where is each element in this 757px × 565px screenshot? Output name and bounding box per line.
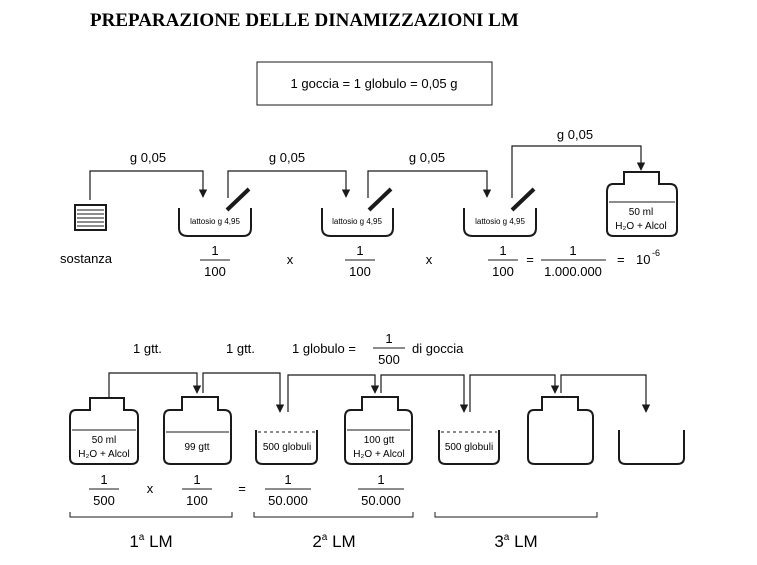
bowl-2-line1: 500 globuli (445, 442, 493, 453)
bottle-1-line2: H₂O + Alcol (78, 449, 129, 460)
power-base: 10 (636, 252, 650, 267)
page-title: PREPARAZIONE DELLE DINAMIZZAZIONI LM (90, 10, 519, 31)
globule-suffix: di goccia (412, 341, 464, 356)
bottle-3-line2: H₂O + Alcol (353, 449, 404, 460)
transfer-arrow-4 (511, 145, 646, 198)
transfer-arrow-1 (89, 170, 208, 200)
top-result-num: 1 (569, 243, 576, 258)
top-equals-2: = (617, 252, 625, 267)
transfer-label-1: g 0,05 (130, 150, 166, 165)
bottom-frac2-den: 100 (186, 493, 208, 508)
bowl-2 (438, 430, 500, 465)
stage-bracket-1 (69, 512, 233, 518)
bottom-arrow-1 (108, 372, 202, 398)
top-frac3-num: 1 (499, 243, 506, 258)
bottom-frac1-den: 500 (93, 493, 115, 508)
top-frac2-den: 100 (349, 264, 371, 279)
top-times-1: x (287, 252, 294, 267)
top-times-2: x (426, 252, 433, 267)
globule-num: 1 (385, 331, 392, 346)
substance-vial (74, 204, 107, 231)
bottle-1-line1: 50 ml (92, 435, 116, 446)
bottle-2 (163, 396, 232, 465)
bottom-arrow-3 (287, 374, 380, 412)
bottom-frac2-num: 1 (193, 472, 200, 487)
top-frac3-den: 100 (492, 264, 514, 279)
stage-bracket-3 (434, 512, 598, 518)
bottom-frac3-num: 1 (284, 472, 291, 487)
bottle-3-line1: 100 gtt (364, 435, 395, 446)
stage-label-1: 1a LM (129, 532, 172, 551)
globule-den: 500 (378, 352, 400, 367)
transfer-arrow-3 (367, 170, 492, 198)
bowl-1 (255, 430, 318, 465)
top-equals: = (526, 252, 534, 267)
bottom-arrow-5 (469, 374, 560, 412)
power-exponent: -6 (652, 248, 660, 258)
bottle-1 (69, 397, 139, 465)
top-frac1-den: 100 (204, 264, 226, 279)
drop-label-1: 1 gtt. (133, 341, 162, 356)
bottom-frac3-den: 50.000 (268, 493, 308, 508)
bottom-frac4-num: 1 (377, 472, 384, 487)
bottom-frac4-den: 50.000 (361, 493, 401, 508)
empty-bowl (618, 430, 685, 465)
top-result-den: 1.000.000 (544, 264, 602, 279)
top-frac1-num: 1 (211, 243, 218, 258)
equivalence-box (256, 61, 493, 106)
globule-prefix: 1 globulo = (292, 341, 356, 356)
transfer-arrow-2 (227, 170, 351, 198)
lactose-label-3: lattosio g 4,95 (475, 217, 525, 226)
transfer-label-4: g 0,05 (557, 127, 593, 142)
drop-label-2: 1 gtt. (226, 341, 255, 356)
lactose-label-1: lattosio g 4,95 (190, 217, 240, 226)
bottom-arrow-2 (202, 372, 285, 413)
substance-label: sostanza (60, 251, 113, 266)
final-bottle-line2: H₂O + Alcol (615, 221, 666, 232)
stage-label-2: 2a LM (312, 532, 355, 551)
bottom-arrow-6 (560, 374, 651, 413)
bottom-arrow-4 (380, 374, 469, 413)
final-bottle-line1: 50 ml (629, 207, 653, 218)
mortar-1 (178, 187, 252, 237)
stage-bracket-2 (253, 512, 414, 518)
top-frac2-num: 1 (356, 243, 363, 258)
transfer-label-2: g 0,05 (269, 150, 305, 165)
mortar-2 (321, 187, 394, 237)
final-bottle (606, 171, 678, 237)
bowl-1-line1: 500 globuli (263, 442, 311, 453)
stage-label-3: 3a LM (494, 532, 537, 551)
equivalence-text: 1 goccia = 1 globulo = 0,05 g (291, 76, 458, 91)
bottom-frac1-num: 1 (100, 472, 107, 487)
lactose-label-2: lattosio g 4,95 (332, 217, 382, 226)
bottom-times: x (147, 481, 154, 496)
transfer-label-3: g 0,05 (409, 150, 445, 165)
bottle-3 (344, 396, 413, 465)
empty-bottle (527, 396, 594, 465)
bottom-equals: = (238, 481, 246, 496)
mortar-3 (463, 187, 537, 237)
bottle-2-line1: 99 gtt (184, 442, 209, 453)
